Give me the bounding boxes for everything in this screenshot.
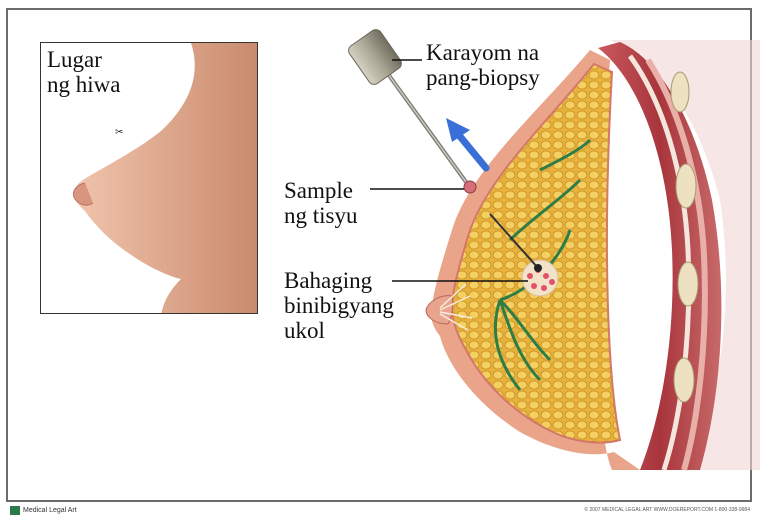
tissue-sample-label: Sample ng tisyu	[284, 178, 357, 228]
incision-site-label: Lugar ng hiwa	[47, 47, 120, 97]
biopsy-needle-label: Karayom na pang-biopsy	[426, 40, 540, 90]
footer-contact: © 2007 MEDICAL LEGAL ART WWW.DOEREPORT.C…	[584, 507, 750, 513]
footer-credit-text: Medical Legal Art	[23, 507, 77, 514]
injection-area-label: Bahaging binibigyang ukol	[284, 268, 394, 343]
logo-icon	[10, 506, 20, 515]
breast-cross-section	[426, 50, 640, 470]
incision-site-inset: ✂ Lugar ng hiwa	[40, 42, 258, 314]
svg-text:✂: ✂	[115, 127, 123, 138]
footer-credit: Medical Legal Art	[10, 506, 77, 515]
